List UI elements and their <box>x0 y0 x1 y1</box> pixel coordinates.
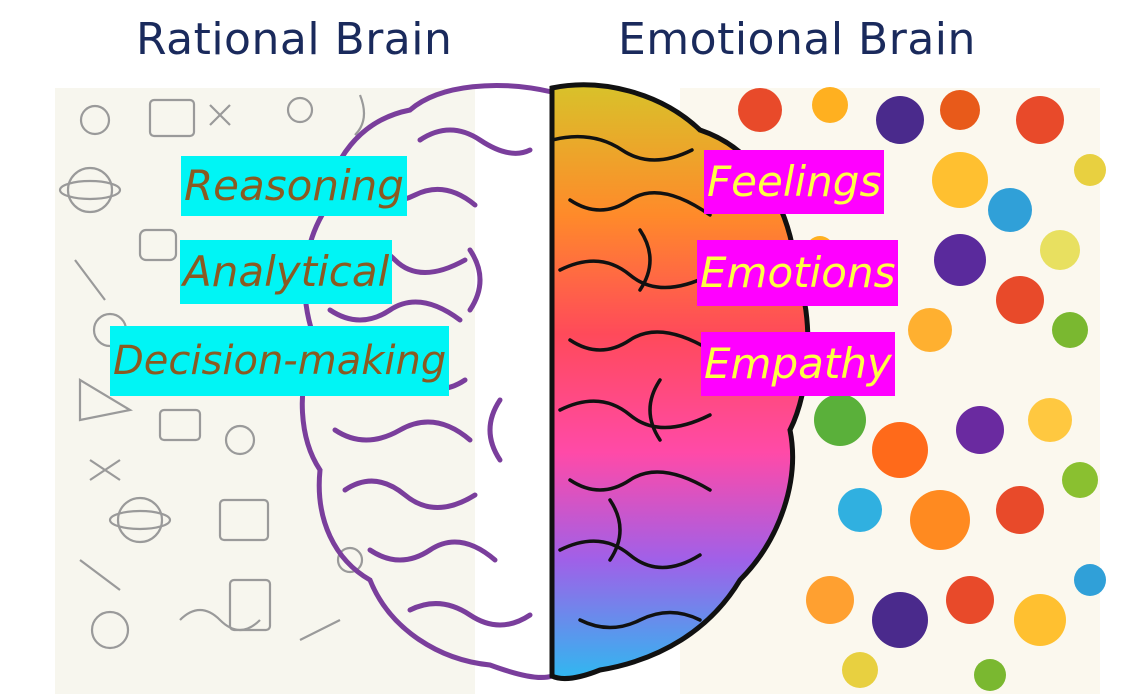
rational-brain-title: Rational Brain <box>136 14 453 65</box>
label-emotions: Emotions <box>697 240 899 306</box>
label-empathy: Empathy <box>701 332 895 396</box>
label-feelings: Feelings <box>704 150 885 214</box>
right-brain-colorful <box>549 82 811 681</box>
emotional-brain-title: Emotional Brain <box>618 14 976 65</box>
label-decision-making: Decision-making <box>110 326 450 396</box>
label-reasoning: Reasoning <box>181 156 407 216</box>
label-analytical: Analytical <box>180 240 393 304</box>
